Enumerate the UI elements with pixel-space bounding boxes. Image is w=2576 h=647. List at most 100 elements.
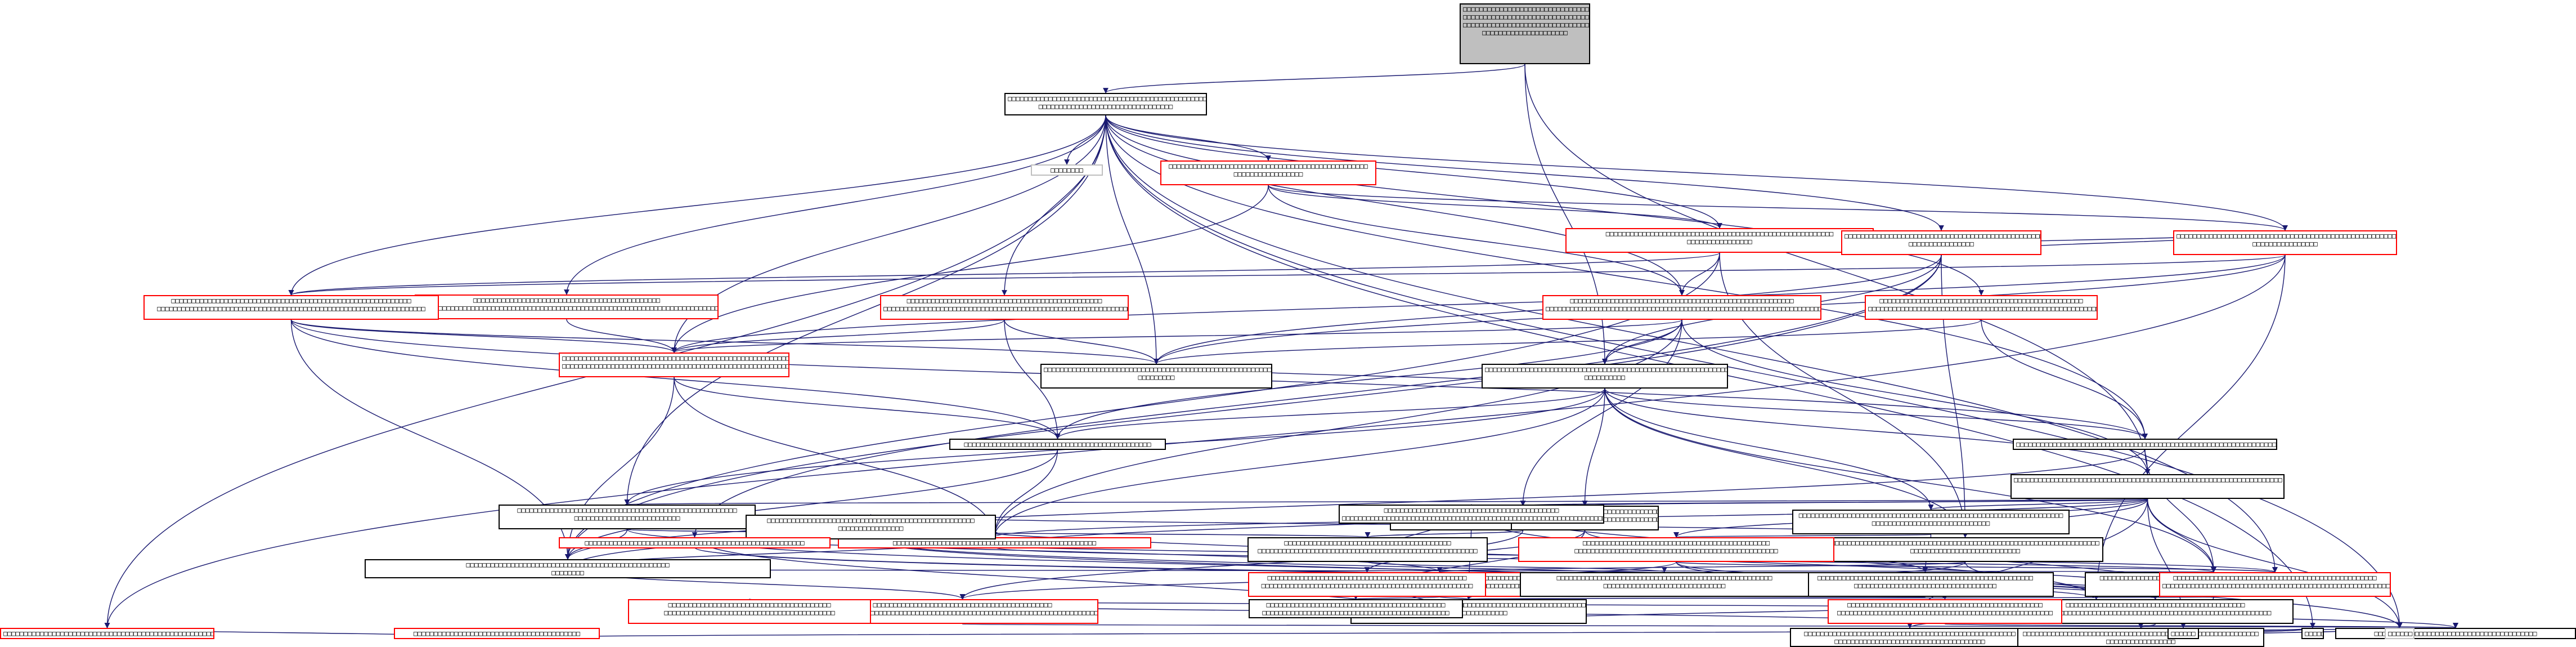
graph-node-root[interactable]: □□□□□□□□□□□□□□□□□□□□□□□□□□□□□□□□□□□□□□□□… [1460,3,1590,64]
graph-edge [1004,319,1159,364]
graph-edge [991,319,1682,538]
graph-node-n21[interactable]: □□□□□□□□□□□□□□□□□□□□□□□□□□□□□□□□□□□□□□□□… [1827,537,2103,562]
graph-node-label: □□□□□□□□□□□□□□□□□□□□□□□□□□□□□□□□□□□□□□□□… [1262,609,1449,617]
graph-node-n20[interactable]: □□□□□□□□□□□□□□□□□□□□□□□□□□□□□□□□□□□□□□□□… [499,505,756,529]
graph-node-n35[interactable]: □□□□□□□□□□□□□□□□□□□□□□□□□□□□□□□□□□□□□□□□… [559,537,831,548]
graph-edge [1105,115,1944,231]
graph-node-n26[interactable]: □□□□□□□□□□□□□□□□□□□□□□□□□□□□□□□□□□□□□□□□… [1518,537,1834,562]
graph-node-label: □□□□□□□□□□□□□□□□ [838,524,904,532]
graph-edge [1268,185,2288,231]
graph-node-n33[interactable]: □□□□□□□□□□□□□□□□□□□□□□□□□□□□□□□□□□□□□□□□… [1520,572,1809,597]
graph-node-n49[interactable]: □□□□□□□□□□□□□□□□□□□□□□□□□□□□□□□□□□□□□□□□… [2301,628,2324,639]
graph-node-label: □□□□□□□□□□□□□□□□□□□□□□□□□□□□□□□□□□□□□□□□… [1574,547,1778,555]
graph-node-n6[interactable]: □□□□□□□□□□□□□□□□□□□□□□□□□□□□□□□□□□□□□□□□… [2173,230,2397,255]
graph-node-n47[interactable]: □□□□□□ [2167,628,2199,639]
graph-node-n13[interactable]: □□□□□□□□□□□□□□□□□□□□□□□□□□□□□□□□□□□□□□□□… [1482,364,1728,389]
graph-node-n11[interactable]: □□□□□□□□□□□□□□□□□□□□□□□□□□□□□□□□□□□□□□□□… [143,295,439,320]
graph-node-label: □□□□□□□□□□□□□□□□□□□□□□□□□□□□□□□□□□□□□□□□ [2374,630,2537,637]
graph-edge [1981,319,2148,439]
graph-node-label: □□□□□□□□□□□□□□□□□□□□□□□□□□□□□□□□□□□□□□□□… [1837,609,2053,617]
graph-edge [1004,319,1061,439]
graph-edge [1054,388,1605,439]
graph-node-n10[interactable]: □□□□□□□□□□□□□□□□□□□□□□□□□□□□□□□□□□□□□□□□… [1865,295,2098,320]
graph-node-n2[interactable]: □□□□□□□□ [1031,164,1103,176]
graph-node-n1[interactable]: □□□□□□□□□□□□□□□□□□□□□□□□□□□□□□□□□□□□□□□□… [1004,93,1207,115]
graph-edge [1520,319,1682,506]
graph-node-label: □□□□□□□□□□□□□□□□□□□□□□□□□□□□□□□□□□□□□□□□… [1798,511,2063,519]
graph-node-n44[interactable]: □□□□□□□□□□□□□□□□□□□□□□□□□□□□□□□□□□□□□□□□… [1790,628,2030,647]
graph-node-n45[interactable]: □□□□□□□□□□□□□□□□□□□□□□□□□□□□□□□□□□□□□□□□… [2017,628,2264,647]
graph-node-n40[interactable]: □□□□□□□□□□□□□□□□□□□□□□□□□□□□□□□□□□□□□□□□… [2159,572,2391,597]
graph-node-n37[interactable]: □□□□□□□□□□□□□□□□□□□□□□□□□□□□□□□□□□□□□□□□… [1248,572,1486,597]
graph-node-label: □□□□□□□□□□ [1584,373,1626,381]
graph-node-label: □□□□□□□□□□□□□□□□□□□□□□□□□□□□□□□□□□□□□□□□… [1008,95,1207,102]
graph-edge [626,498,2148,505]
graph-node-label: □□□□□□□□□□□□□□□□□□□□□□□□□□□□□□□□□□□□□□□□… [1868,305,2097,313]
graph-edge [1604,388,2148,439]
graph-node-n29[interactable]: □□□□□□□□□□□□□□□□□□□□□□□□□□□□□□□□□□□□□□□□… [1797,572,2054,597]
graph-node-n43[interactable]: □□□□□□□□□□□□□□□□□□□□□□□□□□□□□□□□□□□□□□□□… [628,599,871,624]
graph-edge [564,115,1106,295]
graph-node-n8[interactable]: □□□□□□□□□□□□□□□□□□□□□□□□□□□□□□□□□□□□□□□□… [880,295,1129,320]
graph-node-n19[interactable]: □□□□□□□□□□□□□□□□□□□□□□□□□□□□□□□□□□□□□□□□… [1792,510,2070,534]
graph-edge [1604,388,1968,538]
graph-node-label: □□□□□□□□□□□□□□□□□□□□□□□□□□□□□□□□□□□□□□□□… [873,601,1052,609]
graph-node-n5[interactable]: □□□□□□□□□□□□□□□□□□□□□□□□□□□□□□□□□□□□□□□□… [1841,230,2041,255]
graph-node-label: □□□□□□□□□□□□□□□□□□□□□□□□□□□□□□□□□□□□□□□□… [2039,609,2272,617]
graph-edge [2144,448,2216,573]
graph-edge [1054,319,1682,439]
graph-node-n15[interactable]: □□□□□□□□□□□□□□□□□□□□□□□□□□□□□□□□□□□□□□□□… [949,439,1166,450]
graph-edge [1582,388,1605,506]
graph-node-n17[interactable]: □□□□□□□□□□□□□□□□□□□□□□□□□□□□□□□□□□□□□□□□… [2010,474,2285,499]
graph-node-label: □□□□□□□□□□□□□□□□□□□□□□□□□□□□□□□□□□□□□□□□… [2014,476,2282,484]
graph-node-n41[interactable]: □□□□□□□□□□□□□□□□□□□□□□□□□□□□□□□□□□□□□□□□… [1828,599,2062,624]
graph-edge [1674,532,1932,538]
graph-edge [991,388,1605,538]
graph-node-label: □□□□□□□□□□□□□□□□□□□□□□□□□□□□□□□□□□□□□□□□… [2016,440,2277,448]
graph-node-n48[interactable]: □□□□□□ [2385,628,2415,639]
graph-node-label: □□□□□□□□□□□□□□□□□□□□□□□□□□□□□□□□□□□□□□□□… [562,354,789,362]
graph-edge [624,115,1106,505]
graph-node-n12[interactable]: □□□□□□□□□□□□□□□□□□□□□□□□□□□□□□□□□□□□□□□□… [559,352,789,377]
graph-edge [870,539,2158,600]
graph-edge [991,448,1058,538]
graph-node-n30[interactable]: □□□□□□□□□□□□□□□□□□□□□□□□□□□□□□□□□□□□□□□□… [1247,537,1488,562]
graph-node-label: □□□□□□□□□□□□□□□□□□□□□□□□□□□□□□□□□□□□□□□□… [418,304,719,312]
graph-edge [1105,115,2288,231]
graph-node-label: □□□□□□□□□□□□□□□□□□□□□□□□□□□□□□□□□□□□□□□□… [964,440,1151,448]
graph-edge [1437,561,1966,573]
graph-node-n7[interactable]: □□□□□□□□□□□□□□□□□□□□□□□□□□□□□□□□□□□□□□□□… [415,295,719,319]
graph-node-n39[interactable]: □□□□□□□□□□□□□□□□□□□□□□□□□□□□□□□□□□□□□□□□… [2017,599,2294,624]
graph-node-n50[interactable]: □□□□□□□□□□□□□□□□□□□□□□□□□□□□□□□□□□□□□□□□… [0,628,214,639]
graph-node-n42[interactable]: □□□□□□□□□□□□□□□□□□□□□□□□□□□□□□□□□□□□□□□□ [2335,628,2576,639]
graph-node-n16[interactable]: □□□□□□□□□□□□□□□□□□□□□□□□□□□□□□□□□□□□□□□□… [2013,439,2277,450]
graph-edge [671,185,1269,353]
graph-node-label: □□□□□□□□□□□□□□□□□□□□□□□□□□□□□□□□□□□□□□□□… [1284,539,1451,547]
graph-node-label: □□□□□□□□□□□□□□□□□□□□□□□□□□□□□□□□ [1463,5,1590,13]
graph-node-label: □□□□□□□□□□□□□□□□□□□□□□□□□□□□□□□□□□□□□□□□… [1546,305,1821,313]
graph-node-n3[interactable]: □□□□□□□□□□□□□□□□□□□□□□□□□□□□□□□□□□□□□□□□… [1160,160,1376,185]
graph-node-n9[interactable]: □□□□□□□□□□□□□□□□□□□□□□□□□□□□□□□□□□□□□□□□… [1542,295,1821,320]
graph-node-n14[interactable]: □□□□□□□□□□□□□□□□□□□□□□□□□□□□□□□□□□□□□□□□… [1040,364,1272,389]
graph-node-n22[interactable]: □□□□□□□□□□□□□□□□□□□□□□□□□□□□□□□□□□□□□□□□… [365,559,771,578]
graph-edge [674,377,1061,439]
graph-node-label: □□□□□□□□□□□□□□□□□□□□□□□□□□□□□□□□□□□□□□□□… [2022,630,2259,637]
graph-node-label: □□□□□□□□ [1051,166,1083,174]
graph-node-label: □□□□□□□□□□□□□□□□ [1909,240,1974,248]
graph-node-n28[interactable]: □□□□□□□□□□□□□□□□□□□□□□□□□□□□□□□□□□□□□□□□… [746,515,996,539]
graph-edge [671,255,2286,353]
graph-node-label: □□□□□□□□□□□□□□□□□□□□□□□□□□□□□□□□□□□□□□□□… [1817,574,2033,582]
graph-edge [1467,593,1926,600]
graph-node-n38[interactable]: □□□□□□□□□□□□□□□□□□□□□□□□□□□□□□□□□□□□□□□□… [1249,599,1463,618]
graph-node-label: □□□□□□□□□□□□□□□□□□□□□□□□□□□□□□□□□□□□□□□□… [1879,297,2083,305]
graph-node-n32[interactable]: □□□□□□□□□□□□□□□□□□□□□□□□□□□□□□□□□□□□□□□□… [1339,505,1604,524]
graph-node-label: □□□□□□□□□□□□□□□□□□□□□□□□□□□□□□□□□□□□□□□□… [157,305,425,313]
graph-node-n46[interactable]: □□□□□□□□□□□□□□□□□□□□□□□□□□□□□□□□□□□□□□□□… [394,628,600,639]
graph-edge [1679,252,1720,296]
graph-node-label: □□□□□□□□□□□□□□□□□□□□□□□□□□□□□□□□□□□□□□□□… [1804,630,2016,637]
graph-node-n4[interactable]: □□□□□□□□□□□□□□□□□□□□□□□□□□□□□□□□□□□□□□□□… [1565,228,1874,253]
graph-edge [289,252,1720,296]
graph-node-label: □□□□□□□□□□□□□□□□□□□□□□□□□□□□□□□□□□□□□□□□… [2162,582,2391,590]
graph-node-n27[interactable]: □□□□□□□□□□□□□□□□□□□□□□□□□□□□□□□□□□□□□□□□… [827,599,1098,624]
graph-node-label: □□□□□□□□□□□□□□□□□□□□□□□□□□□□□□□□□□□□□□□□… [1267,574,1467,582]
